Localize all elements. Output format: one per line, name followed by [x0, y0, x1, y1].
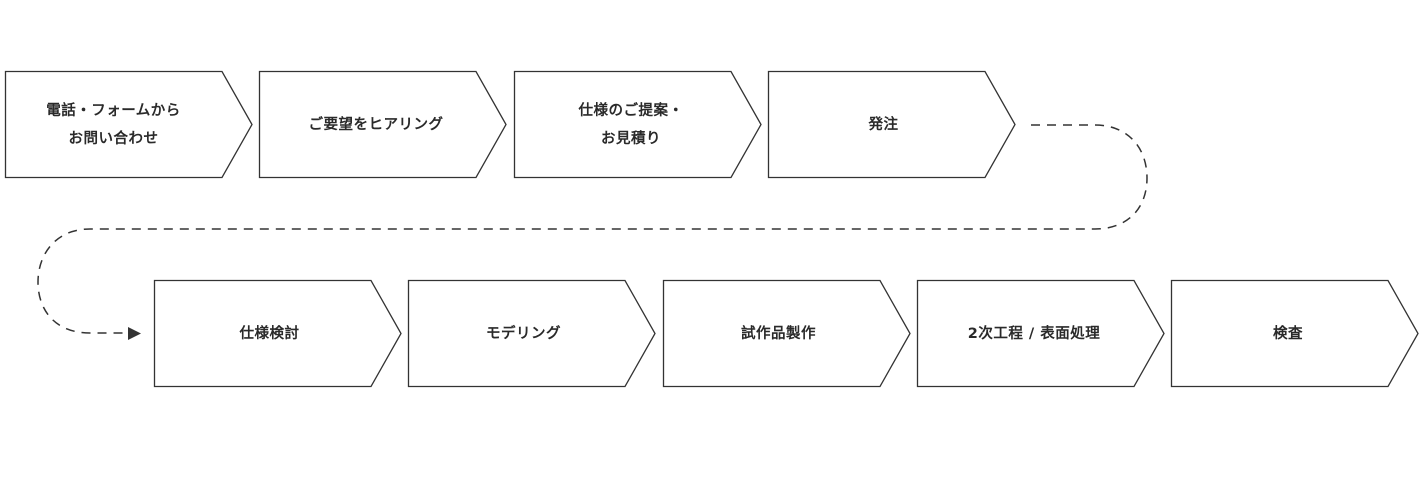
- step-label: 発注: [868, 116, 899, 133]
- pentagon-arrow-shape: [916, 279, 1165, 388]
- pentagon-arrow-shape: [258, 70, 507, 179]
- step-label: 検査: [1273, 325, 1303, 342]
- step-label: 仕様検討: [239, 325, 300, 342]
- pentagon-arrow-shape: [4, 70, 253, 179]
- pentagon-arrow-shape: [1170, 279, 1419, 388]
- dashed-connector-path: [37, 124, 1148, 334]
- pentagon-arrow-shape: [662, 279, 911, 388]
- pentagon-arrow-shape: [153, 279, 402, 388]
- pentagon-arrow-shape: [767, 70, 1016, 179]
- step-label: 電話・フォームから お問い合わせ: [46, 102, 181, 147]
- step-label: 試作品製作: [741, 325, 816, 342]
- arrow-head-icon: [128, 327, 141, 340]
- step-label: 仕様のご提案・ お見積り: [578, 102, 684, 147]
- step-label: ご要望をヒアリング: [308, 116, 444, 133]
- step-label: モデリング: [486, 325, 561, 342]
- step-label: 2次工程 / 表面処理: [967, 325, 1101, 342]
- pentagon-arrow-shape: [407, 279, 656, 388]
- pentagon-arrow-shape: [513, 70, 762, 179]
